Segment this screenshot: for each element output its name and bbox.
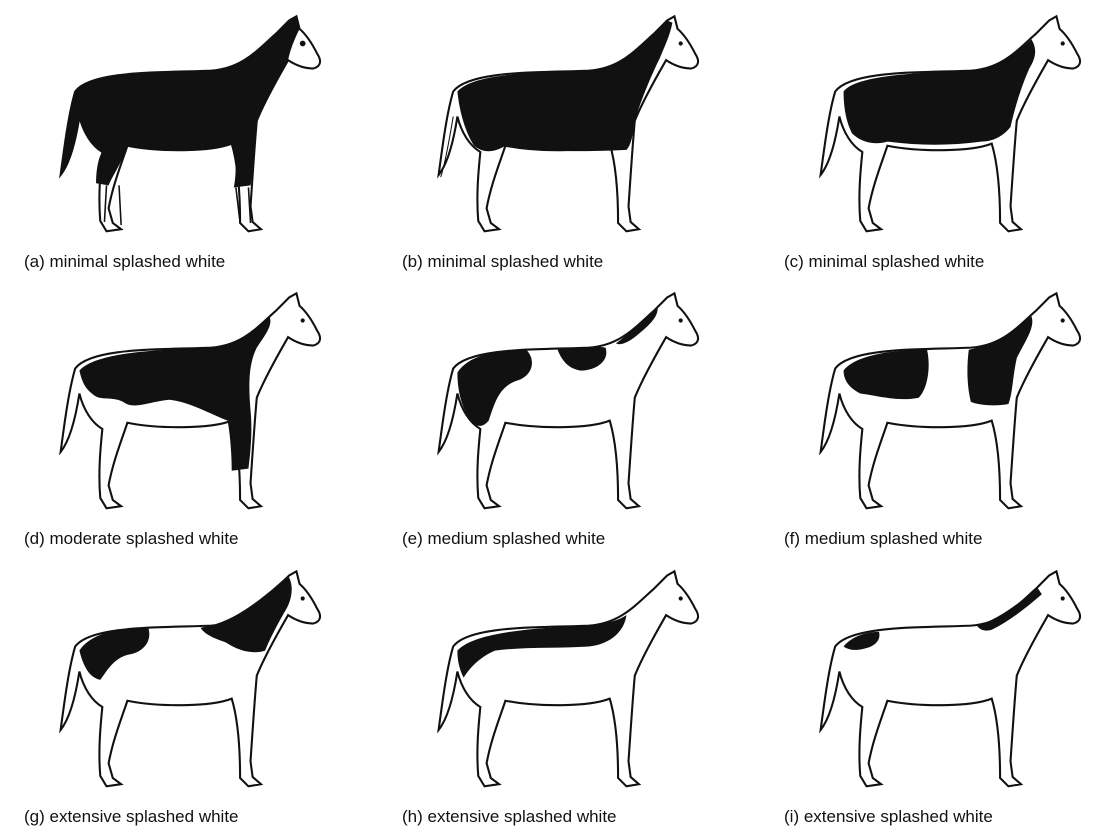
panel-caption: (c) minimal splashed white xyxy=(784,252,984,272)
panel-g: (g) extensive splashed white xyxy=(20,563,360,823)
dark-neck-stripe xyxy=(977,588,1042,631)
dark-rump-patch xyxy=(79,628,149,680)
panel-f: (f) medium splashed white xyxy=(780,285,1096,545)
panel-caption: (h) extensive splashed white xyxy=(402,807,617,827)
panel-caption: (g) extensive splashed white xyxy=(24,807,239,827)
dark-body-patch xyxy=(457,21,672,152)
horse-illustration-a xyxy=(20,8,360,248)
panel-caption: (b) minimal splashed white xyxy=(402,252,603,272)
panel-b: (b) minimal splashed white xyxy=(398,8,738,268)
panel-caption: (e) medium splashed white xyxy=(402,529,605,549)
panel-e: (e) medium splashed white xyxy=(398,285,738,545)
horse-illustration-c xyxy=(780,8,1096,248)
dark-rump-patch xyxy=(457,350,532,426)
dark-shoulder-patch xyxy=(967,316,1032,405)
panel-caption: (f) medium splashed white xyxy=(784,529,982,549)
dark-body-patch xyxy=(844,39,1036,144)
dark-body-patch xyxy=(61,16,300,187)
horse-illustration-e xyxy=(398,285,738,525)
panel-caption: (a) minimal splashed white xyxy=(24,252,225,272)
horse-illustration-b xyxy=(398,8,738,248)
panel-a: (a) minimal splashed white xyxy=(20,8,360,268)
dark-rump-spot xyxy=(844,632,880,650)
horse-illustration-h xyxy=(398,563,738,803)
dark-back-patch xyxy=(558,347,607,371)
horse-illustration-i xyxy=(780,563,1096,803)
panel-caption: (d) moderate splashed white xyxy=(24,529,239,549)
panel-d: (d) moderate splashed white xyxy=(20,285,360,545)
panel-h: (h) extensive splashed white xyxy=(398,563,738,823)
panel-caption: (i) extensive splashed white xyxy=(784,807,993,827)
horse-illustration-g xyxy=(20,563,360,803)
horse-illustration-f xyxy=(780,285,1096,525)
panel-c: (c) minimal splashed white xyxy=(780,8,1096,268)
panel-i: (i) extensive splashed white xyxy=(780,563,1096,823)
horse-illustration-d xyxy=(20,285,360,525)
